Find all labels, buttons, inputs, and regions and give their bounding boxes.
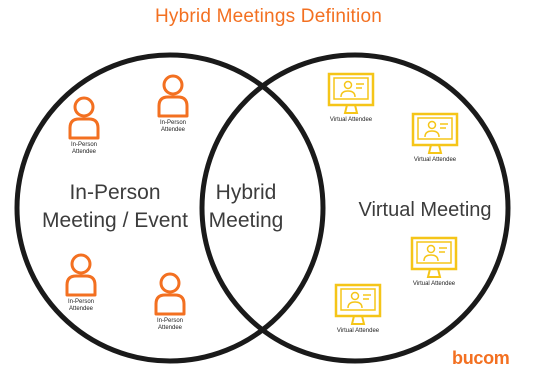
virtual-attendee: Virtual Attendee [406,112,464,164]
in-person-label-line2: Meeting / Event [42,209,188,232]
virtual-attendee: Virtual Attendee [329,283,387,335]
in-person-meeting-label: In-Person Meeting / Event [40,179,190,235]
person-icon [68,96,100,140]
monitor-icon [411,112,459,154]
hybrid-label-line2: Meeting [208,209,284,232]
monitor-icon [334,283,382,325]
in-person-attendee: In-Person Attendee [64,96,104,156]
person-icon [157,74,189,118]
monitor-icon [410,236,458,278]
virtual-meeting-label: Virtual Meeting [358,199,492,221]
in-person-caption: In-Person Attendee [67,299,94,312]
hybrid-meeting-label: Hybrid Meeting [196,179,296,235]
in-person-attendee: In-Person Attendee [150,272,190,332]
virtual-circle [199,52,511,364]
in-person-caption: In-Person Attendee [156,318,183,331]
in-person-label-line1: In-Person [69,181,161,204]
person-icon [65,253,97,297]
in-person-attendee: In-Person Attendee [153,74,193,134]
virtual-attendee: Virtual Attendee [405,236,463,288]
hybrid-label-line1: Hybrid [215,181,277,204]
virtual-caption: Virtual Attendee [336,328,380,334]
bucom-logo: bucom [452,348,510,368]
monitor-icon [327,72,375,114]
diagram-title: Hybrid Meetings Definition [155,6,382,27]
in-person-circle [14,52,326,364]
in-person-caption: In-Person Attendee [70,142,97,155]
virtual-caption: Virtual Attendee [329,117,373,123]
person-icon [154,272,186,316]
virtual-caption: Virtual Attendee [412,281,456,287]
virtual-caption: Virtual Attendee [413,157,457,163]
virtual-attendee: Virtual Attendee [322,72,380,124]
in-person-caption: In-Person Attendee [159,120,186,133]
in-person-attendee: In-Person Attendee [61,253,101,313]
